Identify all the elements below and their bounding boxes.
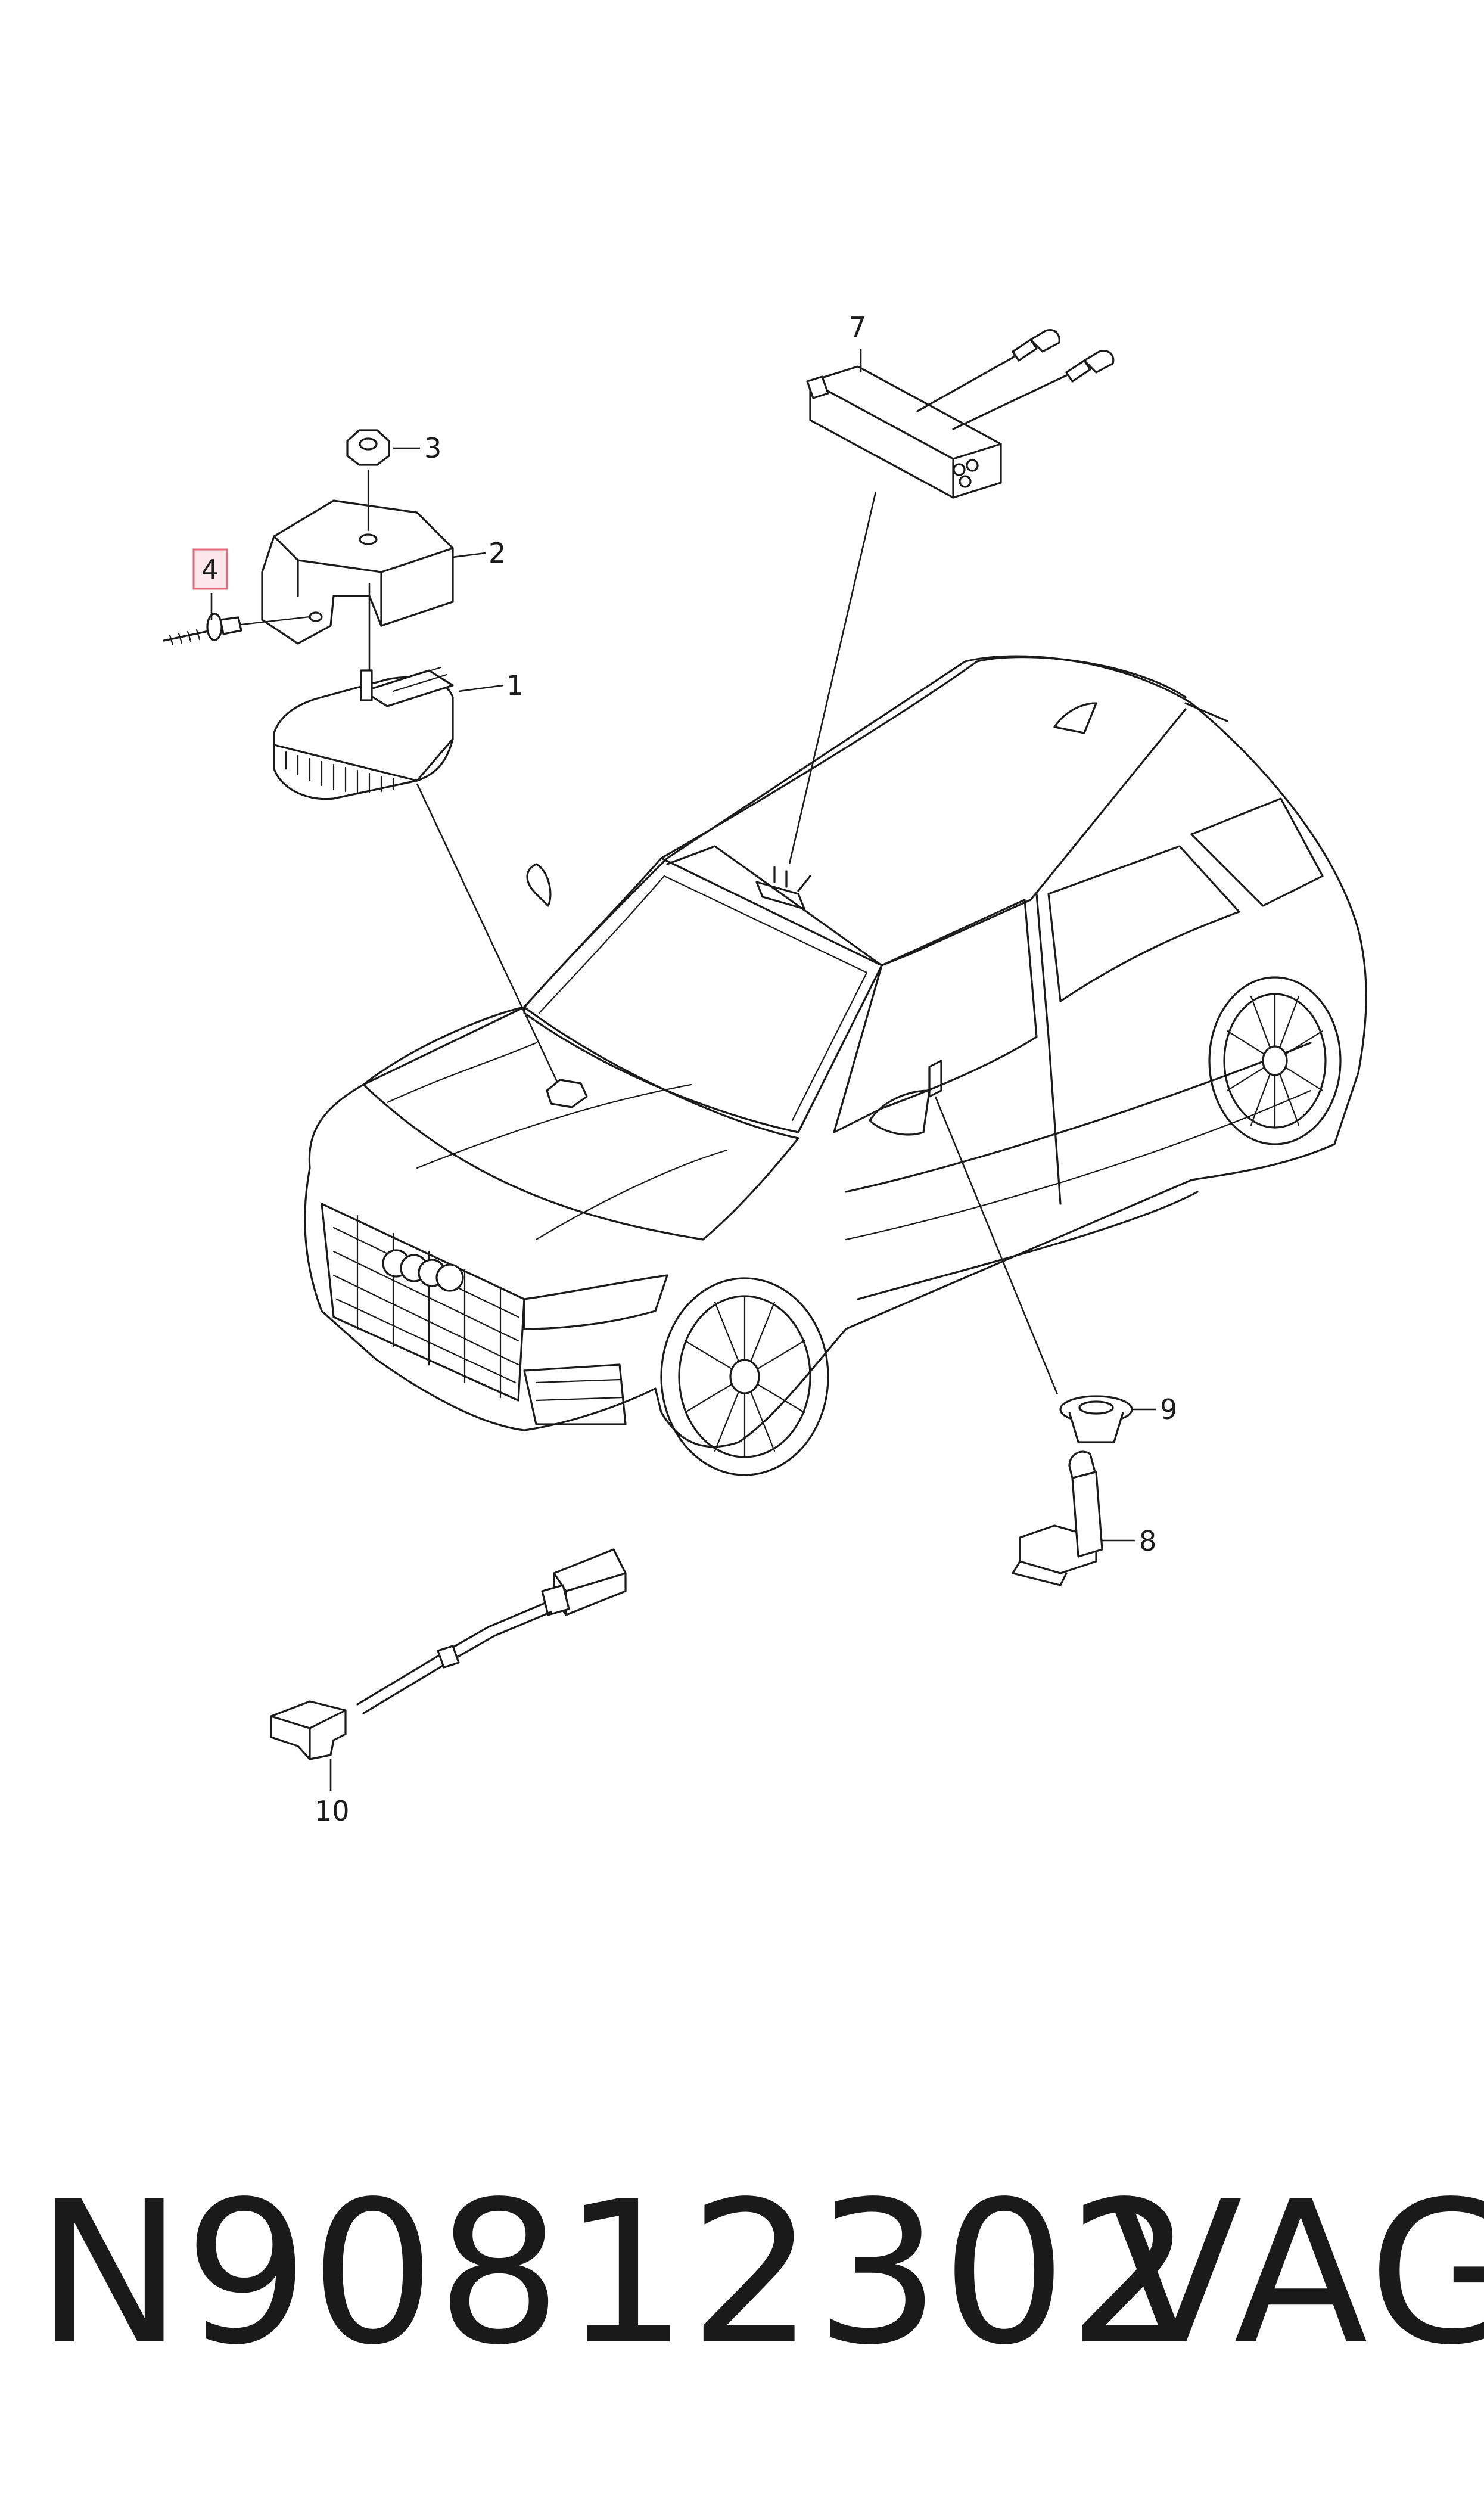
callout-8-label[interactable]: 8: [1139, 1525, 1156, 1557]
audi-rings-emblem: [382, 1249, 464, 1292]
callout-4[interactable]: 4: [201, 554, 219, 586]
part-7-control-unit: [806, 329, 1115, 499]
part-8-sensor: [1012, 1450, 1103, 1586]
part-4-bolt: [163, 613, 311, 646]
brand-text: VAG: [1108, 2159, 1484, 2388]
callout-9[interactable]: 9: [1160, 1393, 1177, 1425]
front-wheel: [660, 1277, 829, 1476]
parts-diagram: 1 2 3 4 7 9 9 8 10: [163, 311, 1367, 1827]
hood-sensor-marker: [546, 1079, 588, 1108]
leader-lines: [210, 349, 1156, 1791]
car-illustration: [304, 655, 1367, 1476]
roof-module-marker: [755, 866, 811, 910]
callout-1[interactable]: 1: [506, 669, 524, 701]
rear-wheel: [1208, 976, 1342, 1145]
part-number-text: N90812302: [36, 2159, 1194, 2388]
callout-labels: 1 2 3 4 7 9 9 8 10: [192, 311, 1177, 1827]
part-2-bracket: [261, 499, 454, 645]
part-3-nut: [346, 429, 390, 532]
callout-3[interactable]: 3: [424, 432, 441, 464]
callout-10[interactable]: 10: [315, 1795, 350, 1827]
part-10-wiring-harness: [270, 1548, 627, 1760]
callout-4-highlight: [192, 548, 228, 590]
part-9-clip: [1059, 1395, 1133, 1443]
callout-2[interactable]: 2: [489, 537, 506, 569]
callout-7[interactable]: 7: [849, 311, 866, 343]
door-sensor-marker: [928, 1060, 942, 1098]
part-1-module: [273, 666, 454, 800]
